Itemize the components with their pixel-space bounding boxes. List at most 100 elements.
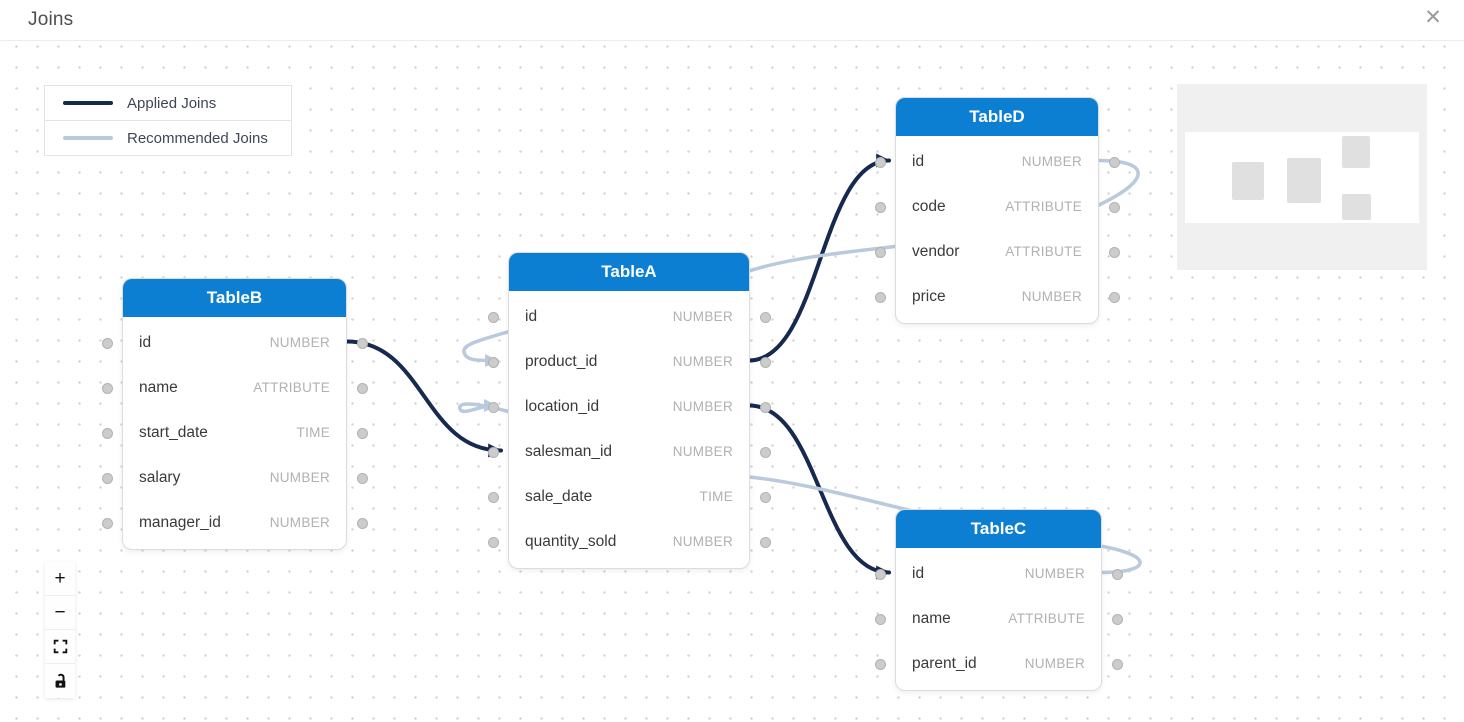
column-name: salary	[139, 468, 181, 486]
column-row-id: id NUMBER	[101, 320, 368, 365]
joins-legend: Applied Joins Recommended Joins	[44, 85, 292, 156]
column-name: product_id	[525, 352, 598, 370]
right-port[interactable]	[356, 337, 368, 349]
table-node-tableb[interactable]: TableB id NUMBER name ATTRIBUTE start_da…	[101, 278, 368, 550]
column-name: parent_id	[912, 654, 977, 672]
left-port[interactable]	[487, 446, 499, 458]
modal-header: Joins ✕	[0, 0, 1464, 41]
column-type: ATTRIBUTE	[1005, 244, 1082, 259]
right-port[interactable]	[356, 382, 368, 394]
left-port[interactable]	[487, 401, 499, 413]
left-port[interactable]	[487, 536, 499, 548]
right-port[interactable]	[759, 536, 771, 548]
table-rows: id NUMBER name ATTRIBUTE parent_id NUMBE…	[874, 548, 1123, 690]
column-row-id: id NUMBER	[874, 139, 1120, 184]
left-port[interactable]	[874, 568, 886, 580]
right-port[interactable]	[356, 472, 368, 484]
column-type: NUMBER	[269, 335, 330, 350]
table-title: TableD	[896, 98, 1098, 136]
table-rows: id NUMBER code ATTRIBUTE vendor ATTRIBUT…	[874, 136, 1120, 323]
column-type: ATTRIBUTE	[1008, 611, 1085, 626]
left-port[interactable]	[101, 472, 113, 484]
right-port[interactable]	[1108, 201, 1120, 213]
left-port[interactable]	[487, 356, 499, 368]
left-port[interactable]	[101, 337, 113, 349]
right-port[interactable]	[1108, 291, 1120, 303]
table-title: TableC	[896, 510, 1101, 548]
left-port[interactable]	[874, 658, 886, 670]
column-type: ATTRIBUTE	[253, 380, 330, 395]
left-port[interactable]	[874, 613, 886, 625]
table-title: TableA	[509, 253, 749, 291]
lock-button[interactable]	[45, 664, 75, 698]
legend-label: Recommended Joins	[127, 129, 268, 147]
column-name: id	[139, 333, 152, 351]
left-port[interactable]	[101, 517, 113, 529]
left-port[interactable]	[874, 201, 886, 213]
column-type: NUMBER	[672, 444, 733, 459]
right-port[interactable]	[759, 356, 771, 368]
column-row-start_date: start_date TIME	[101, 410, 368, 455]
legend-row-applied: Applied Joins	[44, 85, 292, 121]
column-row-price: price NUMBER	[874, 274, 1120, 319]
column-row-code: code ATTRIBUTE	[874, 184, 1120, 229]
column-type: NUMBER	[1024, 656, 1085, 671]
minimap-node-tablea	[1286, 157, 1321, 203]
column-row-salesman_id: salesman_id NUMBER	[487, 429, 771, 474]
left-port[interactable]	[874, 156, 886, 168]
right-port[interactable]	[759, 491, 771, 503]
column-row-name: name ATTRIBUTE	[874, 596, 1123, 641]
right-port[interactable]	[1111, 568, 1123, 580]
column-row-id: id NUMBER	[487, 294, 771, 339]
edge-tableb-id-to-tablea-salesman_id[interactable]	[345, 339, 503, 458]
fit-view-button[interactable]	[45, 630, 75, 664]
close-icon[interactable]: ✕	[1418, 3, 1448, 33]
column-type: TIME	[296, 425, 330, 440]
column-type: NUMBER	[269, 470, 330, 485]
right-port[interactable]	[759, 446, 771, 458]
table-rows: id NUMBER product_id NUMBER location_id …	[487, 291, 771, 568]
column-type: NUMBER	[672, 354, 733, 369]
column-row-id: id NUMBER	[874, 551, 1123, 596]
column-row-manager_id: manager_id NUMBER	[101, 500, 368, 545]
right-port[interactable]	[1111, 658, 1123, 670]
column-name: id	[912, 564, 925, 582]
column-name: vendor	[912, 242, 960, 260]
left-port[interactable]	[874, 291, 886, 303]
left-port[interactable]	[874, 246, 886, 258]
column-row-sale_date: sale_date TIME	[487, 474, 771, 519]
right-port[interactable]	[356, 517, 368, 529]
right-port[interactable]	[759, 401, 771, 413]
column-type: TIME	[699, 489, 733, 504]
left-port[interactable]	[487, 491, 499, 503]
column-type: NUMBER	[269, 515, 330, 530]
right-port[interactable]	[1108, 246, 1120, 258]
table-node-tablec[interactable]: TableC id NUMBER name ATTRIBUTE parent_i…	[874, 509, 1123, 691]
column-type: ATTRIBUTE	[1005, 199, 1082, 214]
column-type: NUMBER	[1024, 566, 1085, 581]
column-name: name	[139, 378, 178, 396]
legend-line-sample	[63, 136, 113, 140]
column-name: manager_id	[139, 513, 221, 531]
table-node-tablea[interactable]: TableA id NUMBER product_id NUMBER locat…	[487, 252, 771, 569]
minimap[interactable]	[1177, 84, 1427, 270]
edge-tablea-product_id-to-tabled-id[interactable]	[747, 153, 891, 363]
column-name: start_date	[139, 423, 208, 441]
lock-icon	[55, 673, 66, 688]
table-node-tabled[interactable]: TableD id NUMBER code ATTRIBUTE vendor A…	[874, 97, 1120, 324]
legend-label: Applied Joins	[127, 94, 217, 112]
right-port[interactable]	[1111, 613, 1123, 625]
right-port[interactable]	[1108, 156, 1120, 168]
left-port[interactable]	[101, 382, 113, 394]
left-port[interactable]	[487, 311, 499, 323]
table-title: TableB	[123, 279, 346, 317]
right-port[interactable]	[356, 427, 368, 439]
zoom-out-button[interactable]: −	[45, 596, 75, 630]
column-row-quantity_sold: quantity_sold NUMBER	[487, 519, 771, 564]
minimap-node-tabled	[1341, 135, 1371, 168]
left-port[interactable]	[101, 427, 113, 439]
zoom-in-button[interactable]: +	[45, 562, 75, 596]
column-type: NUMBER	[672, 534, 733, 549]
minimap-node-tableb	[1232, 161, 1264, 200]
right-port[interactable]	[759, 311, 771, 323]
